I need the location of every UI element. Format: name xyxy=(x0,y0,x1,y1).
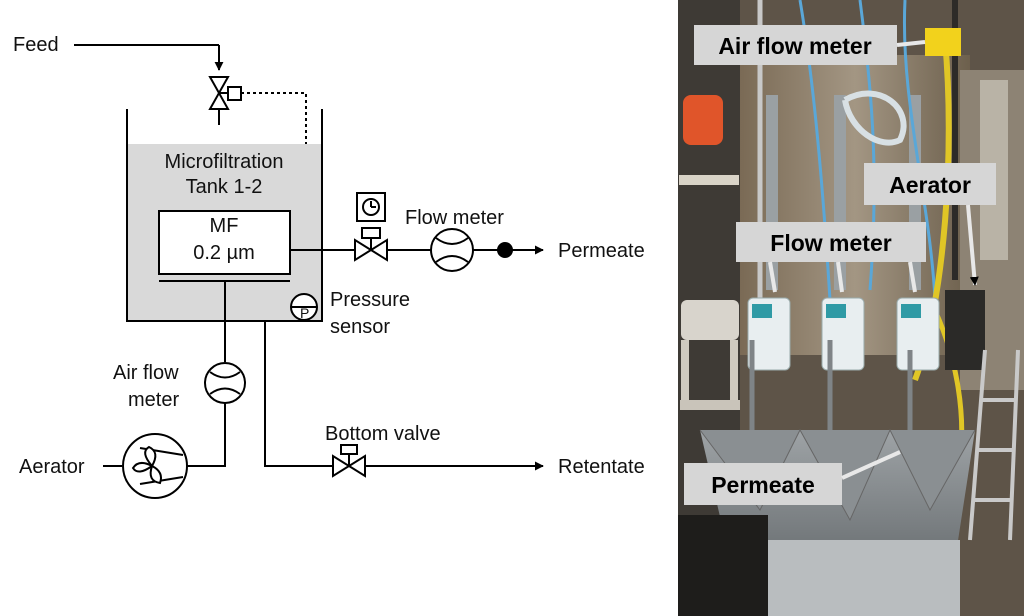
pressure-sensor-icon xyxy=(290,293,318,321)
svg-text:Permeate: Permeate xyxy=(711,472,815,498)
aerator-unit xyxy=(945,290,985,370)
photo-label-air-flow-meter: Air flow meter xyxy=(694,25,926,65)
air-line-down xyxy=(187,403,226,467)
svg-text:Flow meter: Flow meter xyxy=(770,230,891,256)
feed-valve-icon xyxy=(208,76,242,125)
flow-meter-label: Flow meter xyxy=(405,207,504,229)
feed-label: Feed xyxy=(13,34,59,56)
bottom-valve-label: Bottom valve xyxy=(325,423,441,445)
aerator-icon xyxy=(103,433,188,499)
mf-pore-size: 0.2 µm xyxy=(193,242,255,264)
retentate-label: Retentate xyxy=(558,456,645,478)
tank-subtitle: Tank 1-2 xyxy=(186,176,263,198)
air-flow-meter-label: Air flow xyxy=(113,362,179,384)
sample-point xyxy=(497,242,513,258)
mf-membrane xyxy=(158,210,291,275)
mf-label: MF xyxy=(210,215,239,237)
tank-title: Microfiltration xyxy=(165,151,284,173)
permeate-label: Permeate xyxy=(558,240,645,262)
svg-text:Air flow meter: Air flow meter xyxy=(718,33,871,59)
svg-text:Aerator: Aerator xyxy=(889,172,971,198)
photo-panel: Air flow meter Aerator Flow meter Permea… xyxy=(678,0,1024,616)
pressure-sensor-label-2: sensor xyxy=(330,316,390,338)
retentate-line xyxy=(264,321,333,467)
pressure-symbol: P xyxy=(300,305,309,321)
photo-label-flow-meter: Flow meter xyxy=(736,222,926,293)
flow-meter-icon xyxy=(430,228,474,272)
air-flow-meter-icon xyxy=(204,362,246,404)
aerator-label: Aerator xyxy=(19,456,85,478)
bottom-valve-icon xyxy=(332,444,366,478)
photo-label-permeate: Permeate xyxy=(684,450,901,505)
air-flow-meter-label-2: meter xyxy=(128,389,179,411)
schematic xyxy=(74,44,544,499)
schematic-labels: Feed Microfiltration Tank 1-2 MF 0.2 µm … xyxy=(13,34,645,478)
photo-label-aerator: Aerator xyxy=(864,163,996,286)
permeate-valve-icon xyxy=(354,192,388,262)
pressure-sensor-label: Pressure xyxy=(330,289,410,311)
flow-meter-devices xyxy=(747,297,940,371)
